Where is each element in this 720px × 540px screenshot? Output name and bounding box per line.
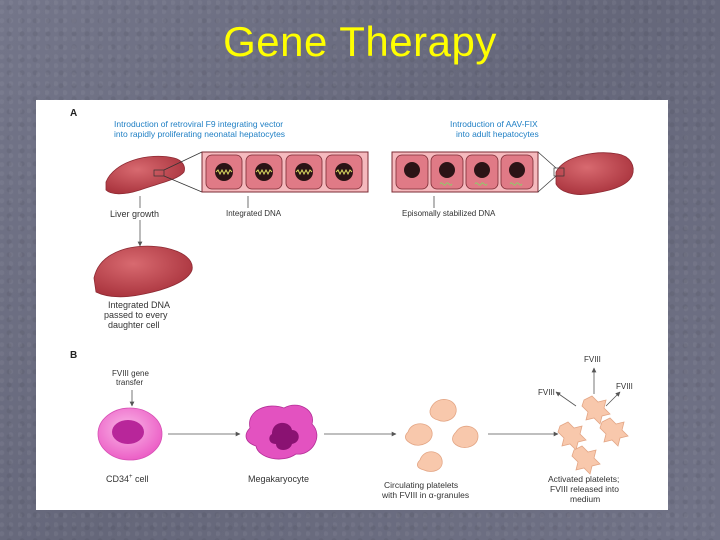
circulating-platelets: [404, 399, 479, 472]
episomal-dna-label: Episomally stabilized DNA: [402, 209, 496, 218]
slide-title: Gene Therapy: [223, 18, 497, 65]
left-caption-line1: Introduction of retroviral F9 integratin…: [114, 119, 283, 129]
passed-line3: daughter cell: [108, 320, 160, 330]
megakaryocyte-label: Megakaryocyte: [248, 474, 309, 484]
integrated-dna-label: Integrated DNA: [226, 209, 282, 218]
fviii-left-label: FVIII: [538, 388, 555, 397]
left-caption-line2: into rapidly proliferating neonatal hepa…: [114, 129, 285, 139]
transfer-line1: FVIII gene: [112, 369, 149, 378]
neonatal-hepatocyte-row: [201, 151, 369, 193]
panel-a-label: A: [70, 108, 77, 119]
circulating-line2: with FVIII in α-granules: [381, 490, 469, 500]
cd34-label: CD34+ cell: [106, 474, 149, 484]
activated-line2: FVIII released into: [550, 484, 619, 494]
activated-line1: Activated platelets;: [548, 474, 619, 484]
activated-line3: medium: [570, 494, 600, 504]
activated-platelets: [557, 395, 629, 475]
cd34-cell: [97, 407, 163, 461]
adult-hepatocyte-row: [391, 151, 539, 193]
fviii-top-label: FVIII: [584, 355, 601, 364]
circulating-line1: Circulating platelets: [384, 480, 458, 490]
liver-growth-label: Liver growth: [110, 209, 159, 219]
grown-liver: [93, 245, 193, 298]
transfer-line2: transfer: [116, 378, 143, 387]
passed-line1: Integrated DNA: [108, 300, 170, 310]
right-caption-line1: Introduction of AAV-FIX: [450, 119, 538, 129]
adult-liver: [555, 152, 634, 195]
fviii-right-label: FVIII: [616, 382, 633, 391]
passed-line2: passed to every: [104, 310, 168, 320]
gene-therapy-figure: A Introduction of retroviral F9 integrat…: [36, 100, 668, 510]
megakaryocyte: [245, 404, 318, 460]
neonatal-liver: [105, 155, 185, 195]
panel-b-label: B: [70, 350, 77, 361]
right-caption-line2: into adult hepatocytes: [456, 129, 539, 139]
